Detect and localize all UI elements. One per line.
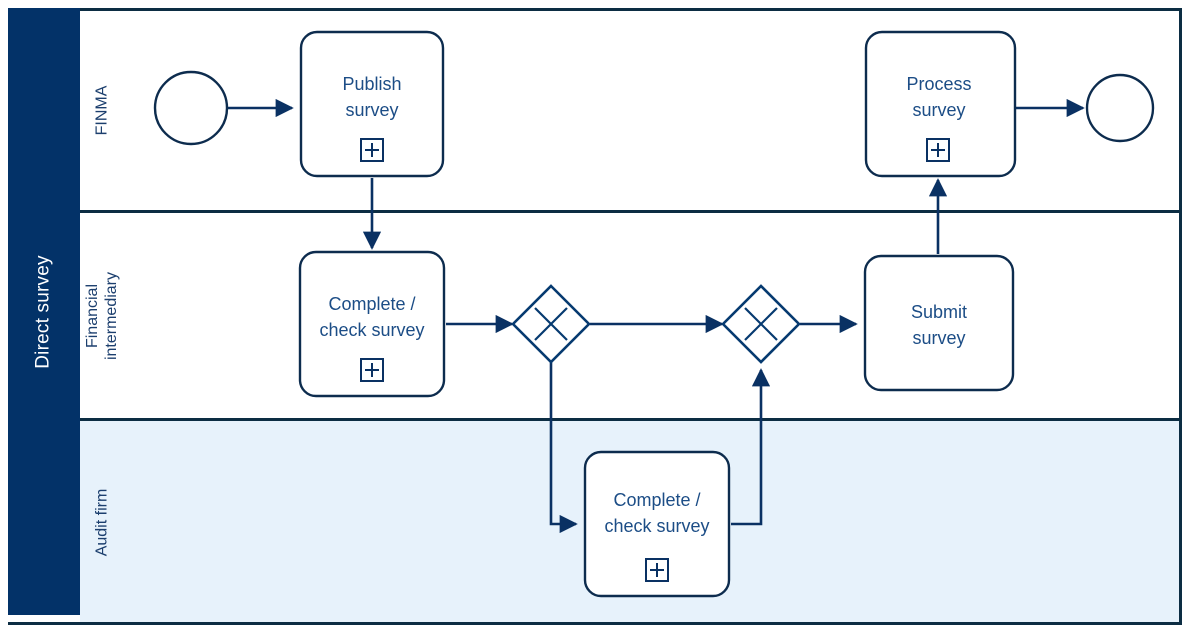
lane-financial-intermediary: Financial intermediary [80,212,1182,420]
lane-audit-firm-label: Audit firm [93,488,111,557]
lane-financial-intermediary-label: Financial intermediary [83,272,121,360]
lane-label-line1: Financial [84,283,101,349]
pool-header: Direct survey [8,8,80,615]
lane-financial-intermediary-label-box: Financial intermediary [80,212,124,420]
pool-right-border [1179,8,1182,625]
pool-top-border [80,8,1182,11]
pool-bottom-border [8,622,1182,625]
lane-divider-1 [80,210,1182,213]
pool-header-label: Direct survey [33,254,54,369]
lane-finma-label: FINMA [93,85,111,135]
lane-finma-label-box: FINMA [80,8,124,212]
lane-finma: FINMA [80,8,1182,212]
lane-label-line2: intermediary [103,271,120,361]
lane-audit-firm: Audit firm [80,420,1182,625]
lane-divider-2 [80,418,1182,421]
lane-audit-firm-label-box: Audit firm [80,420,124,625]
